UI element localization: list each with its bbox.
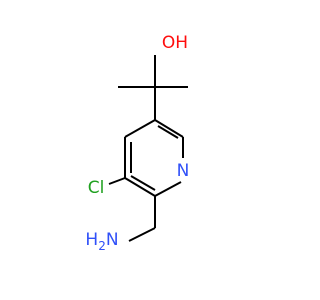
double-bond-c3-c2 [157,125,179,139]
amine-subscript: 2 [98,239,106,253]
chlorine-label: Cl [88,178,105,198]
bond-c6-c5 [124,177,156,197]
hydroxyl-label: OH [162,33,188,53]
bond-ch2-nh2 [128,227,156,242]
bond-lines [108,55,188,242]
atom-labels: OH N Cl H2N [85,33,189,253]
amine-label: H2N [85,230,118,253]
pyridine-nitrogen-label: N [177,161,190,181]
chemical-structure: OH N Cl H2N [85,33,189,253]
double-bond-c6-c5 [130,175,156,191]
bond-n-c6 [154,181,182,197]
bond-c5-cl [108,177,126,185]
bond-c3-c2 [154,119,184,138]
amine-nitrogen: N [106,230,119,250]
amine-hydrogen: H [85,230,98,250]
bond-c4-c3 [124,119,156,138]
